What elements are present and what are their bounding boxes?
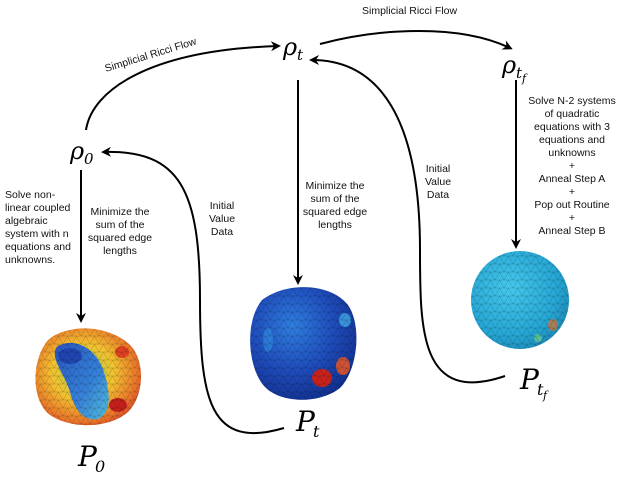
note-line: Initial: [426, 163, 451, 175]
ricci-flow-arrow-left: [85, 41, 281, 131]
note-line: system with n: [5, 228, 69, 240]
note-line: sum of the: [310, 193, 359, 205]
svg-text:ρ: ρ: [69, 137, 84, 165]
note-line: Solve non-: [5, 189, 56, 201]
note-line: Value: [209, 213, 235, 225]
note-line: Anneal Step A: [539, 173, 606, 185]
svg-text:0: 0: [95, 457, 105, 476]
note-line: Pop out Routine: [534, 199, 609, 211]
note-line: algebraic: [5, 215, 48, 227]
svg-text:ρ: ρ: [282, 33, 297, 61]
mesh-pt-icon: [250, 287, 357, 400]
svg-text:0: 0: [84, 150, 94, 168]
note-line: Initial: [210, 200, 235, 212]
note-line: squared edge: [303, 206, 367, 218]
note-line: +: [569, 160, 575, 172]
note-line: equations and: [5, 241, 71, 253]
initial-value-arrow-right: [309, 55, 506, 384]
note-line: Anneal Step B: [538, 225, 605, 237]
node-rhotf: ρ t f: [501, 51, 528, 85]
note-line: Value: [425, 176, 451, 188]
initial-value-arrow-left: [101, 146, 285, 434]
note-line: +: [569, 186, 575, 198]
note-line: Data: [211, 226, 233, 238]
note-line: sum of the: [95, 219, 144, 231]
note-line: +: [569, 212, 575, 224]
note-line: Data: [427, 189, 449, 201]
note-line: squared edge: [88, 232, 152, 244]
svg-text:t: t: [516, 64, 523, 82]
svg-text:t: t: [313, 422, 320, 441]
mesh-p0-icon: [35, 328, 142, 426]
svg-text:P: P: [519, 363, 540, 396]
svg-text:P: P: [77, 440, 98, 473]
note-line: unknowns: [548, 147, 595, 159]
note-line: of quadratic: [545, 108, 600, 120]
note-line: lengths: [318, 219, 352, 231]
note-line: equations and: [539, 134, 605, 146]
flow-label-right: Simplicial Ricci Flow: [362, 5, 458, 17]
svg-text:t: t: [297, 46, 304, 64]
note-line: Minimize the: [91, 206, 150, 218]
svg-text:f: f: [542, 389, 549, 402]
svg-text:t: t: [537, 380, 544, 399]
node-rho0: ρ 0: [69, 137, 94, 168]
svg-text:f: f: [521, 72, 528, 85]
node-ptf: P t f: [519, 363, 549, 402]
node-pt: P t: [295, 405, 320, 441]
note-line: linear coupled: [5, 202, 71, 214]
note-line: Minimize the: [306, 180, 365, 192]
node-rhot: ρ t: [282, 33, 304, 64]
svg-text:ρ: ρ: [501, 51, 516, 79]
svg-text:P: P: [295, 405, 316, 438]
node-p0: P 0: [77, 440, 105, 476]
note-line: equations with 3: [534, 121, 610, 133]
ricci-flow-arrow-right: [319, 30, 513, 50]
note-line: unknowns.: [5, 254, 55, 266]
note-line: lengths: [103, 245, 137, 257]
note-line: Solve N-2 systems: [528, 95, 616, 107]
mesh-ptf-icon: [471, 251, 569, 349]
